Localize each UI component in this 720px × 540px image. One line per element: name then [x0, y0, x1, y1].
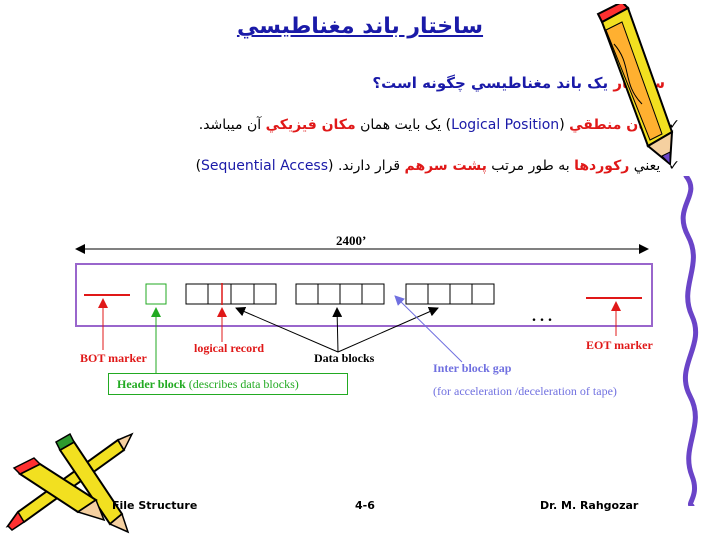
footer-author: Dr. M. Rahgozar	[540, 499, 639, 512]
bullet1-middle-text: ) يک بايت همان	[355, 117, 452, 133]
pencil-icon	[596, 4, 674, 167]
bot-marker-label: BOT marker	[80, 351, 147, 365]
header-block-rect	[145, 283, 167, 305]
data-blocks-arrow-1	[235, 306, 339, 353]
crossed-pencils-icon	[5, 432, 134, 534]
bullet1-paren-open: (	[559, 117, 570, 133]
more-blocks-ellipsis: . . .	[532, 308, 552, 325]
bullet-sequential-access: ✓ يعني رکوردها به طور مرتب پشت سرهم قرار …	[196, 158, 680, 174]
bullet2-start-text: يعني	[629, 158, 661, 174]
slide-title: ساختار باند مغناطيسي	[236, 14, 484, 39]
bullet2-end-text: قرار دارند. (	[328, 158, 405, 174]
bullet1-logical-location: مکان منطقي	[569, 117, 661, 133]
data-blocks-arrow-2	[332, 307, 343, 353]
bullet2-consecutive: پشت سرهم	[404, 158, 487, 174]
bullet2-middle-text: به طور مرتب	[486, 158, 575, 174]
data-blocks-label: Data blocks	[314, 351, 375, 365]
inter-block-gap-note: (for acceleration /deceleration of tape)	[433, 384, 617, 398]
bullet2-sequential-access-en: Sequential Access	[201, 158, 329, 174]
tape-body	[75, 263, 653, 327]
checkmark-icon: ✓	[668, 158, 680, 174]
data-block-3	[405, 283, 495, 305]
tape-length-label: 2400’	[336, 233, 367, 248]
logical-record-label: logical record	[194, 341, 265, 355]
inter-block-gap-arrow	[394, 295, 463, 363]
data-blocks-arrow-3	[337, 307, 439, 353]
bullet-logical-position: ✓ مکان منطقي (Logical Position) يک بايت ه…	[199, 117, 680, 133]
data-block-1	[185, 283, 277, 305]
data-block-2	[295, 283, 385, 305]
bullet1-physical-location: مکان فيزيکي	[265, 117, 356, 133]
bullet2-records: رکوردها	[574, 158, 630, 174]
footer-page-number: 4-6	[355, 499, 375, 512]
bullet1-end-text: آن ميباشد.	[198, 117, 266, 133]
eot-marker-label: EOT marker	[586, 338, 653, 352]
bullet2-paren-close: )	[195, 158, 202, 174]
curly-border-icon	[680, 176, 699, 506]
header-block-label: Header block	[117, 377, 186, 391]
inter-block-gap-label: Inter block gap	[433, 361, 512, 375]
bullet1-logical-position-en: Logical Position	[451, 117, 560, 133]
checkmark-icon: ✓	[668, 117, 680, 133]
header-block-label-box: Header block (describes data blocks)	[108, 373, 348, 395]
question-rest: يک باند مغناطيسي چگونه است؟	[372, 74, 614, 92]
header-block-note: (describes data blocks)	[185, 377, 299, 391]
footer-course: File Structure	[112, 499, 198, 512]
